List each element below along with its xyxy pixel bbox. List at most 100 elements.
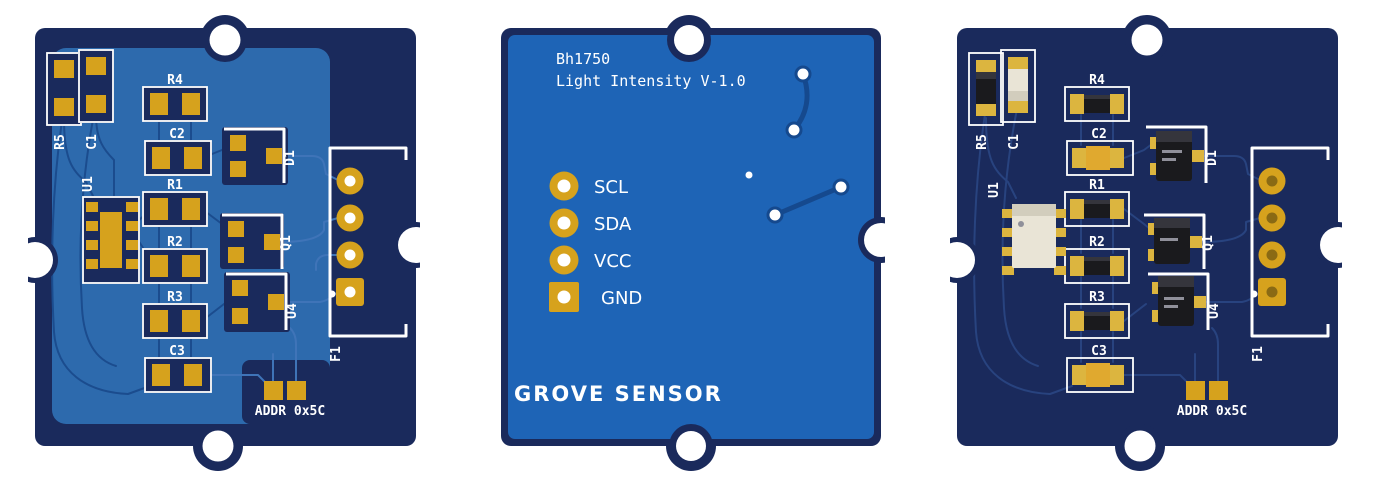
label-c1: C1 xyxy=(1007,134,1022,150)
label-d1: D1 xyxy=(1205,150,1220,166)
pin-pad-scl xyxy=(1258,167,1286,195)
footprint-u1 xyxy=(82,196,140,284)
label-r2: R2 xyxy=(167,235,183,250)
via xyxy=(832,178,850,196)
label-r4: R4 xyxy=(1089,73,1105,88)
component-r5 xyxy=(968,52,1004,126)
back-traces xyxy=(745,65,850,224)
label-r3: R3 xyxy=(1089,290,1105,305)
edge-notch-right xyxy=(858,217,885,263)
component-c3 xyxy=(1066,357,1134,393)
label-addr: ADDR 0x5C xyxy=(255,404,325,419)
edge-notch-right xyxy=(393,222,420,268)
silkscreen-front: R5 C1 R4 C2 R1 R2 R3 C3 U1 D1 Q1 U4 F1 A… xyxy=(53,73,344,419)
label-u4: U4 xyxy=(285,303,300,319)
footprint-c1 xyxy=(78,49,114,123)
pin-hole-gnd xyxy=(549,282,579,312)
board-title-line1: Bh1750 xyxy=(556,50,610,68)
pin-pad-sda xyxy=(336,204,364,232)
label-r5: R5 xyxy=(975,134,990,150)
pcb-back: Bh1750 Light Intensity V-1.0 SCL SDA VCC… xyxy=(501,15,885,471)
component-q1 xyxy=(1144,213,1206,269)
mounting-hole-bottom xyxy=(196,424,240,468)
component-r3 xyxy=(1064,303,1130,339)
pin-pad-vcc xyxy=(1258,241,1286,269)
pin1-dot xyxy=(1250,290,1258,298)
label-c1: C1 xyxy=(85,134,100,150)
footprint-d1 xyxy=(222,127,288,185)
footprint-r2 xyxy=(142,248,208,284)
footprint-r4 xyxy=(142,86,208,122)
component-c1 xyxy=(1000,49,1036,123)
pin1-dot xyxy=(1018,221,1024,227)
label-d1: D1 xyxy=(283,150,298,166)
pin-pad-gnd xyxy=(1250,278,1286,306)
edge-notch-left xyxy=(950,237,980,283)
pin-pad-vcc xyxy=(336,241,364,269)
silkscreen-front: R5 C1 R4 C2 R1 R2 R3 C3 U1 D1 Q1 U4 F1 A… xyxy=(975,73,1266,419)
pcb-front-assembled: R5 C1 R4 C2 R1 R2 R3 C3 U1 D1 Q1 U4 F1 A… xyxy=(950,15,1342,471)
addr-jumper-pads xyxy=(1186,381,1228,400)
label-r1: R1 xyxy=(1089,178,1105,193)
edge-notch-left xyxy=(28,237,58,283)
component-r4 xyxy=(1064,86,1130,122)
label-r5: R5 xyxy=(53,134,68,150)
label-c3: C3 xyxy=(169,344,185,359)
mounting-hole-bottom xyxy=(669,424,713,468)
via xyxy=(785,121,803,139)
label-r1: R1 xyxy=(167,178,183,193)
component-u4 xyxy=(1148,272,1210,330)
label-c3: C3 xyxy=(1091,344,1107,359)
footprint-r1 xyxy=(142,191,208,227)
mounting-hole-top xyxy=(203,18,247,62)
label-q1: Q1 xyxy=(1201,235,1216,251)
label-r2: R2 xyxy=(1089,235,1105,250)
via xyxy=(766,206,784,224)
footprint-c2 xyxy=(144,140,212,176)
silkscreen-back: Bh1750 Light Intensity V-1.0 SCL SDA VCC… xyxy=(514,50,746,406)
pin-label-scl: SCL xyxy=(594,177,628,198)
via xyxy=(794,65,812,83)
pin1-dot xyxy=(328,290,336,298)
board-title-line2: Light Intensity V-1.0 xyxy=(556,72,746,90)
component-c2 xyxy=(1066,140,1134,176)
mounting-hole-top xyxy=(1125,18,1169,62)
mounting-hole-top xyxy=(667,18,711,62)
label-addr: ADDR 0x5C xyxy=(1177,404,1247,419)
component-u1 xyxy=(1002,204,1066,275)
connector-f1-outline xyxy=(1250,146,1330,338)
addr-jumper-pads xyxy=(264,381,306,400)
component-r2 xyxy=(1064,248,1130,284)
pin-hole-sda xyxy=(549,208,579,238)
pin-label-gnd: GND xyxy=(601,288,642,309)
edge-notch-right xyxy=(1315,222,1342,268)
mounting-hole-bottom xyxy=(1118,424,1162,468)
footprint-c3 xyxy=(144,357,212,393)
footprint-r5 xyxy=(46,52,82,126)
label-c2: C2 xyxy=(1091,127,1107,142)
component-d1 xyxy=(1146,125,1208,183)
test-point-dot xyxy=(745,171,753,179)
pin-label-vcc: VCC xyxy=(594,251,631,272)
label-q1: Q1 xyxy=(279,235,294,251)
label-r3: R3 xyxy=(167,290,183,305)
label-r4: R4 xyxy=(167,73,183,88)
label-u1: U1 xyxy=(987,182,1002,198)
label-f1: F1 xyxy=(1251,346,1266,362)
label-c2: C2 xyxy=(169,127,185,142)
connector-f1-outline xyxy=(328,146,408,338)
pin-hole-vcc xyxy=(549,245,579,275)
footprint-r3 xyxy=(142,303,208,339)
label-f1: F1 xyxy=(329,346,344,362)
pin-pad-gnd xyxy=(328,278,364,306)
label-u4: U4 xyxy=(1207,303,1222,319)
pin-hole-scl xyxy=(549,171,579,201)
brand-text: GROVE SENSOR xyxy=(514,382,723,406)
pin-pad-sda xyxy=(1258,204,1286,232)
pin-label-sda: SDA xyxy=(594,214,632,235)
pcb-front-bare: R5 C1 R4 C2 R1 R2 R3 C3 U1 D1 Q1 U4 F1 A… xyxy=(28,15,420,471)
footprint-q1 xyxy=(220,213,284,269)
label-u1: U1 xyxy=(81,176,96,192)
footprint-u4 xyxy=(224,272,290,332)
